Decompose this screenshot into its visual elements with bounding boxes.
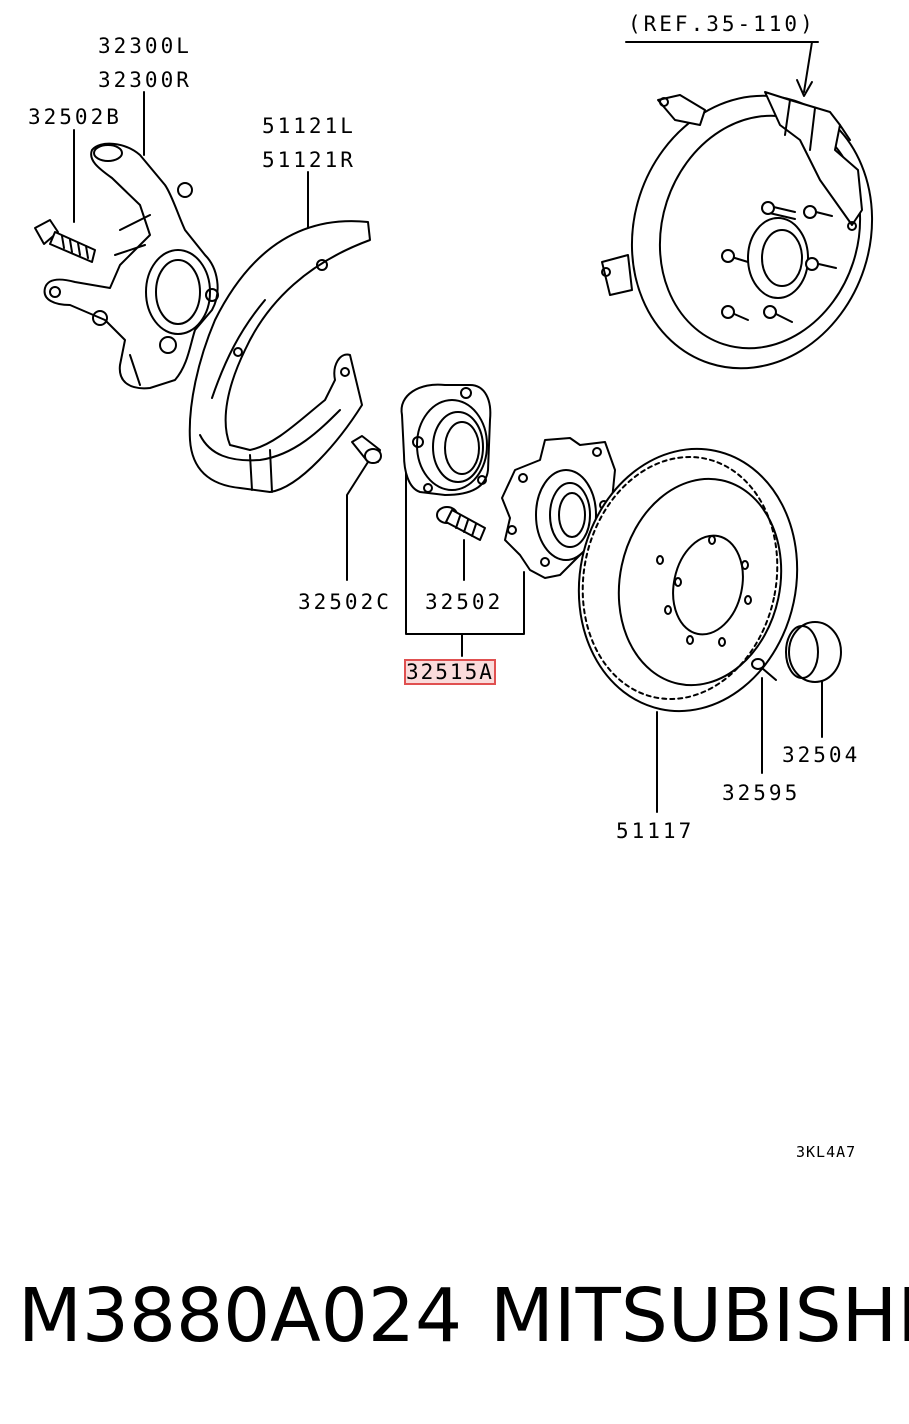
- part-label-32515a-highlighted[interactable]: 32515A: [404, 659, 496, 685]
- part-label-32300r[interactable]: 32300R: [98, 68, 192, 92]
- diagram-code: 3KL4A7: [796, 1143, 857, 1161]
- part-label-32300l[interactable]: 32300L: [98, 34, 192, 58]
- wheel-studs: [721, 201, 837, 323]
- steering-knuckle: [43, 142, 219, 390]
- screw-32595: [751, 658, 777, 681]
- part-label-32502b[interactable]: 32502B: [28, 105, 122, 129]
- brand-name: MITSUBISHI: [490, 1273, 909, 1359]
- part-label-51121l[interactable]: 51121L: [262, 114, 356, 138]
- part-number: M3880A024: [18, 1273, 463, 1359]
- hub-cap: [785, 621, 842, 683]
- part-label-51121r[interactable]: 51121R: [262, 148, 356, 172]
- ref-label: (REF.35-110): [628, 12, 816, 36]
- bolt-32502: [436, 506, 486, 541]
- part-label-32502[interactable]: 32502: [425, 590, 504, 614]
- leader-lines: [73, 41, 823, 813]
- dust-shield: [188, 220, 371, 493]
- part-label-32504[interactable]: 32504: [782, 743, 861, 767]
- part-label-32595[interactable]: 32595: [722, 781, 801, 805]
- brake-rotor: [577, 447, 799, 713]
- bolt-32502b: [34, 219, 96, 263]
- part-label-32502c[interactable]: 32502C: [298, 590, 392, 614]
- part-label-51117[interactable]: 51117: [616, 819, 695, 843]
- hub-bearing-flange: [400, 383, 492, 496]
- reference-hub-assembly: [601, 91, 874, 370]
- bolt-32502c: [351, 435, 382, 464]
